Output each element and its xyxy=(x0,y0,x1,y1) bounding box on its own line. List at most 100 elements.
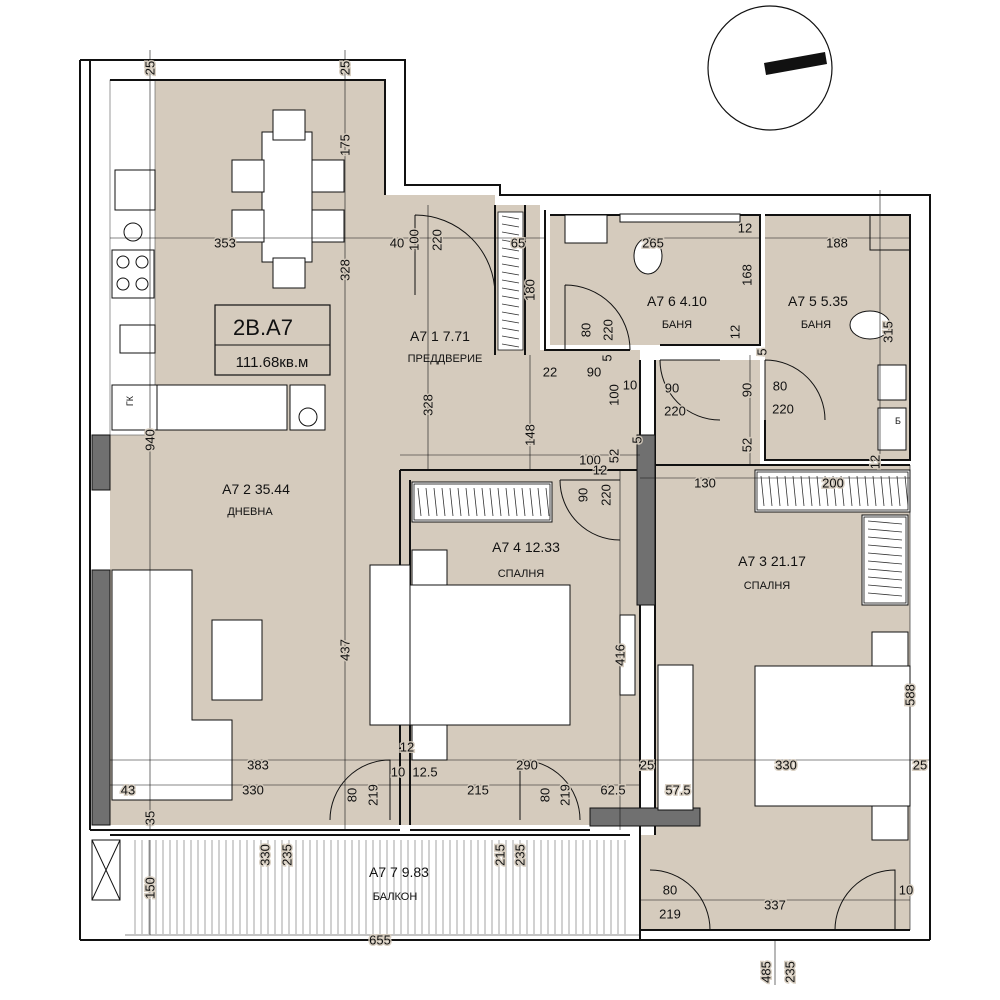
wardrobe-hatch-line xyxy=(545,487,550,517)
dimension-label: 43 xyxy=(121,783,135,798)
dimension-label: 80 xyxy=(773,379,787,394)
dimension-label: 10 xyxy=(899,883,913,898)
room-living-label: А7 2 35.44 xyxy=(222,481,290,497)
wall-bath2 xyxy=(764,214,911,461)
dimension-lines xyxy=(110,50,930,985)
balcony-storage-x xyxy=(91,839,121,901)
dining-table xyxy=(261,131,313,263)
wardrobe-hatch-line xyxy=(441,487,446,517)
dining-chair xyxy=(231,159,265,193)
wardrobe-hatch-line xyxy=(501,303,520,308)
dimension-label: 90 xyxy=(587,365,601,380)
dimension-label: 220 xyxy=(772,402,794,417)
dimension-label: 80 xyxy=(538,788,553,802)
dimension-label: 52 xyxy=(740,438,755,452)
balcony-storage-box xyxy=(91,839,121,901)
wardrobe-hatch-line xyxy=(417,487,422,517)
door-bed2-balcony-left xyxy=(649,869,711,931)
wardrobe-hatch-line xyxy=(760,475,765,507)
wardrobe-hatch-line xyxy=(867,576,903,581)
wardrobe-hatch-line xyxy=(800,475,805,507)
dimension-label: 200 xyxy=(822,476,844,491)
dimension-label: 188 xyxy=(826,236,848,251)
wardrobe-hatch-line xyxy=(521,487,526,517)
dimension-label: 100 xyxy=(607,384,622,406)
entry-wardrobe-hatch xyxy=(497,211,524,351)
wardrobe-hatch-line xyxy=(501,231,520,236)
hob-label: ГК xyxy=(125,395,135,406)
door-bath2 xyxy=(764,359,826,421)
dimension-label: 40 xyxy=(390,236,404,251)
dimension-label: 437 xyxy=(338,639,353,661)
dimension-label: 35 xyxy=(143,811,158,825)
dimension-label: 219 xyxy=(558,784,573,806)
outer-wall-top xyxy=(80,59,931,940)
wardrobe-hatch-line xyxy=(501,255,520,260)
dimension-label: 12.5 xyxy=(412,765,437,780)
dimension-label: 80 xyxy=(345,788,360,802)
wardrobe-hatch-line xyxy=(867,536,903,541)
wardrobe-hatch-line xyxy=(497,487,502,517)
wardrobe-hatch-line xyxy=(784,475,789,507)
wardrobe-hatch-line xyxy=(792,475,797,507)
wardrobe-hatch-line xyxy=(856,475,861,507)
dimension-label: 22 xyxy=(543,365,557,380)
wardrobe-hatch-line xyxy=(449,487,454,517)
nightstand xyxy=(871,805,909,841)
room-bedroom1-name: СПАЛНЯ xyxy=(498,568,545,580)
hob-icon xyxy=(111,249,155,299)
wardrobe-hatch-line xyxy=(501,271,520,276)
dimension-label: 5 xyxy=(630,436,645,443)
bed-bed1 xyxy=(409,584,571,726)
north-arrow-circle xyxy=(707,5,833,131)
wardrobe-hatch-line xyxy=(872,475,877,507)
dimension-label: 12 xyxy=(400,740,414,755)
room-bath1-name: БАНЯ xyxy=(662,319,692,331)
door-bath1 xyxy=(564,284,631,351)
wardrobe-hatch-line xyxy=(848,475,853,507)
dining-chair xyxy=(272,257,306,289)
dimension-label: 180 xyxy=(523,279,538,301)
room-living-name: ДНЕВНА xyxy=(227,506,273,518)
wardrobe-hatch-line xyxy=(867,520,903,525)
dimension-label: 90 xyxy=(576,488,591,502)
door-bed1-balcony xyxy=(519,759,581,821)
dimension-label: 80 xyxy=(663,883,677,898)
wardrobe-hatch-line xyxy=(501,335,520,340)
wardrobe-hatch-line xyxy=(481,487,486,517)
coffee-table xyxy=(211,619,263,701)
hob-ring-icon xyxy=(116,255,130,269)
inner-wall-top xyxy=(110,79,386,195)
wardrobe-hatch-line xyxy=(537,487,542,517)
dimension-label: 25 xyxy=(143,61,158,75)
wardrobe-hatch-line xyxy=(832,475,837,507)
dimension-label: 130 xyxy=(694,476,716,491)
dimension-label: 25 xyxy=(338,61,353,75)
kitchen xyxy=(111,169,326,431)
hob-ring-icon xyxy=(135,277,149,291)
wardrobe-hatch-line xyxy=(867,552,903,557)
tv-unit xyxy=(657,664,694,811)
dimension-label: 328 xyxy=(421,394,436,416)
dimension-label: 148 xyxy=(523,424,538,446)
dimension-label: 219 xyxy=(366,784,381,806)
wardrobe-hatch-line xyxy=(867,528,903,533)
sofa xyxy=(111,569,233,801)
bath1-shower-bar xyxy=(619,213,741,223)
wardrobe-hatch-line xyxy=(457,487,462,517)
unit-label: 2B.A7 111.68кв.м xyxy=(214,304,331,376)
wardrobe-hatch-line xyxy=(501,343,520,348)
dimension-label: 90 xyxy=(665,381,679,396)
wardrobe-hatch-line xyxy=(501,287,520,292)
wall-block-bottom xyxy=(589,807,701,827)
desk-bed1 xyxy=(369,564,411,726)
boiler-icon xyxy=(877,407,907,451)
dimension-label: 416 xyxy=(613,644,628,666)
wall-balcony xyxy=(80,834,930,941)
dimension-label: 330 xyxy=(258,844,273,866)
wardrobe-hatch-line xyxy=(433,487,438,517)
dimension-label: 235 xyxy=(280,844,295,866)
dining-set xyxy=(231,109,345,289)
washer-drum-icon xyxy=(298,407,318,427)
